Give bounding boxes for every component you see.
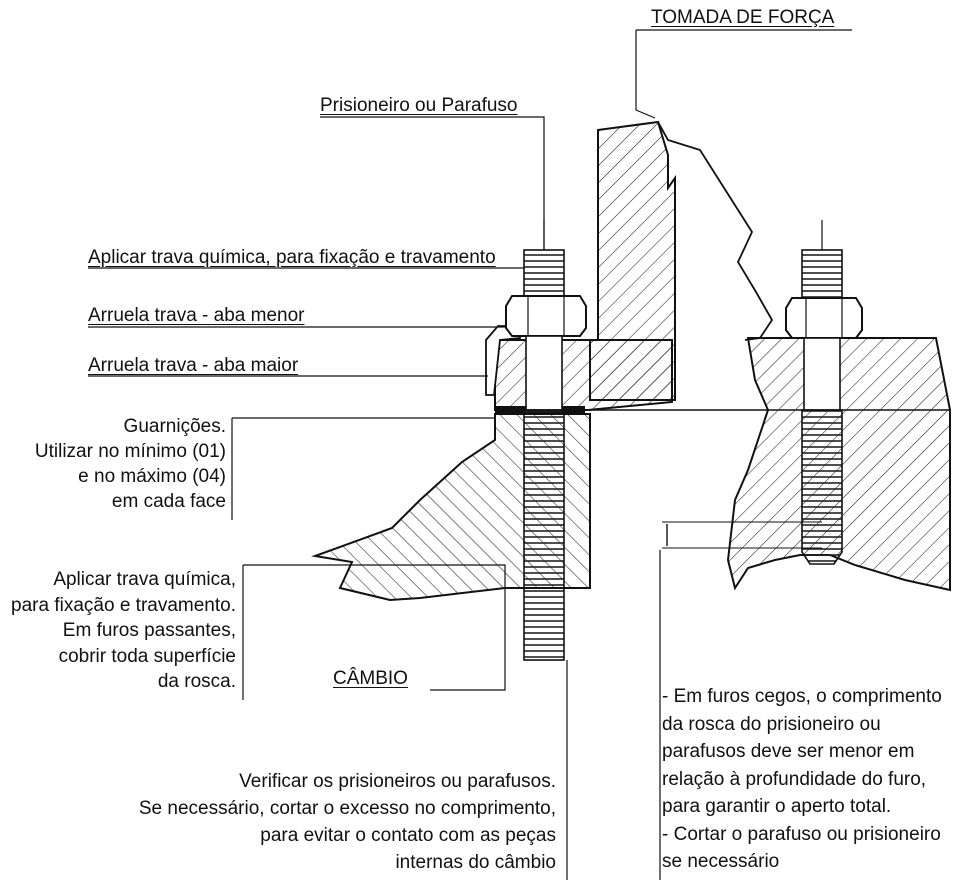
stud-right [801, 220, 843, 565]
guarnicoes-line: em cada face [111, 491, 226, 512]
label-verificar: Verificar os prisioneiros ou parafusos. … [139, 768, 556, 876]
label-tomada-de-forca: TOMADA DE FORÇA [651, 7, 835, 28]
trava-passantes-line: Em furos passantes, [62, 620, 236, 641]
guarnicoes-line: Guarnições. [123, 416, 226, 437]
furos-cegos-line: relação à profundidade do furo, [662, 768, 927, 790]
guarnicoes-line: Utilizar no mínimo (01) [34, 441, 226, 462]
leader-lines [88, 29, 852, 880]
label-prisioneiro: Prisioneiro ou Parafuso [320, 95, 518, 116]
trava-passantes-line: da rosca. [157, 671, 236, 692]
label-guarnicoes: Guarnições. Utilizar no mínimo (01) e no… [35, 414, 226, 514]
furos-cegos-line: parafusos deve ser menor em [662, 741, 915, 762]
nut-right [785, 297, 863, 339]
verificar-line: Se necessário, cortar o excesso no compr… [138, 798, 556, 819]
trava-passantes-line: para fixação e travamento. [11, 594, 236, 616]
trava-passantes-line: Aplicar trava química, [53, 569, 236, 590]
label-trava-passantes: Aplicar trava química, para fixação e tr… [11, 567, 236, 695]
verificar-line: internas do câmbio [395, 852, 556, 873]
furos-cegos-line: da rosca do prisioneiro ou [662, 713, 881, 735]
label-trava-fixacao: Aplicar trava química, para fixação e tr… [88, 247, 496, 268]
pto-flange-section [494, 120, 676, 411]
pto-housing-outline [657, 121, 774, 341]
lock-washer [485, 325, 521, 396]
verificar-line: para evitar o contato com as peças [260, 825, 556, 846]
furos-cegos-line: para garantir o aperto total. [662, 796, 892, 817]
guarnicoes-line: e no máximo (04) [78, 466, 226, 487]
verificar-line: Verificar os prisioneiros ou parafusos. [239, 771, 556, 792]
label-arruela-aba-menor: Arruela trava - aba menor [88, 305, 305, 326]
depth-dimension [662, 521, 822, 549]
label-arruela-aba-maior: Arruela trava - aba maior [88, 355, 299, 376]
label-furos-cegos: - Em furos cegos, o comprimento da rosca… [662, 683, 942, 876]
furos-cegos-line: se necessário [662, 851, 780, 872]
trava-passantes-line: cobrir toda superfície [58, 645, 236, 667]
label-cambio: CÂMBIO [333, 668, 408, 689]
nut-left [505, 295, 587, 337]
stud-left [523, 220, 565, 661]
furos-cegos-line: - Cortar o parafuso ou prisioneiro [662, 823, 941, 845]
furos-cegos-line: - Em furos cegos, o comprimento [662, 686, 942, 707]
